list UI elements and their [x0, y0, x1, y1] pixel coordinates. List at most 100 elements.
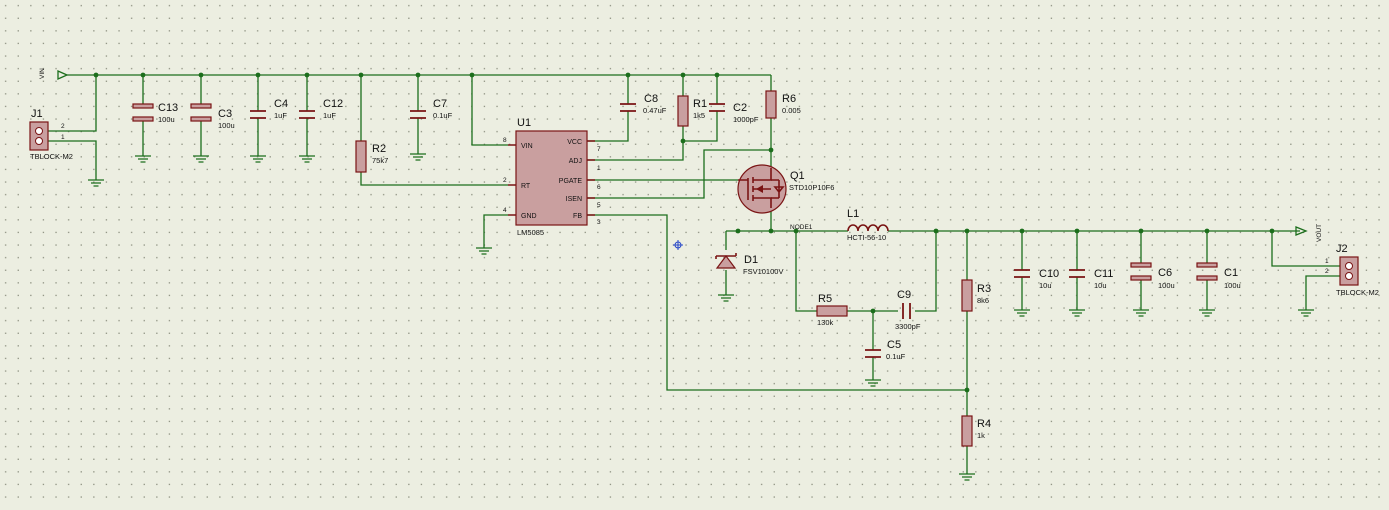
terminal-vin[interactable]: VIN [39, 68, 69, 81]
capacitor-c10[interactable]: C10 10u [1014, 268, 1059, 290]
wire-j2-ground [1305, 275, 1340, 310]
ground-icon [250, 155, 266, 163]
c9-ref: C9 [897, 289, 911, 301]
j1-pin-label: 1 [61, 134, 65, 141]
ground-icon [1014, 309, 1030, 317]
u1-pinnum: 1 [597, 165, 601, 172]
mosfet-q1[interactable]: Q1 STD10P10F6 [737, 164, 834, 214]
c13-value: 100u [158, 115, 175, 124]
capacitor-c13[interactable]: C13 100u [132, 102, 178, 124]
wires [48, 74, 1340, 474]
u1-ref: U1 [517, 117, 531, 129]
capacitor-c3[interactable]: C3 100u [190, 103, 235, 130]
resistor-body [355, 140, 367, 173]
cap-plate [299, 110, 315, 119]
c7-ref: C7 [433, 98, 447, 110]
capacitor-c8[interactable]: C8 0.47uF [620, 93, 667, 115]
resistor-r1[interactable]: R1 1k5 [677, 95, 707, 127]
r5-value: 130k [817, 318, 834, 327]
capacitor-c9[interactable]: C9 3300pF [895, 289, 921, 331]
c8-ref: C8 [644, 93, 658, 105]
resistor-body [961, 279, 973, 312]
diode-triangle-icon [715, 255, 737, 269]
pin-socket-icon [1345, 272, 1353, 280]
pin-socket-icon [35, 137, 43, 145]
j1-ref: J1 [31, 108, 43, 120]
wire-c8 [587, 75, 629, 142]
junction [1074, 228, 1080, 234]
ic-u1[interactable]: VIN RT GND 8 2 4 VCC ADJ PGATE ISEN FB 7… [503, 117, 601, 237]
ic-pin [587, 140, 595, 216]
wire-r2 [360, 75, 508, 186]
u1-pinnum: 3 [597, 219, 601, 226]
cap-electrolytic-plate [1196, 275, 1218, 281]
cap-electrolytic-plate [1196, 262, 1218, 268]
ground-icon [476, 247, 492, 255]
junction [964, 387, 970, 393]
resistor-r5[interactable]: R5 130k [816, 293, 848, 327]
connector-j1[interactable]: 2 1 J1 TBLOCK-M2 [29, 108, 73, 161]
c1-value: 100u [1224, 281, 1241, 290]
capacitor-c2[interactable]: C2 1000pF [709, 102, 759, 124]
inductor-l1[interactable]: L1 HCTI-56-10 [847, 208, 889, 242]
r2-ref: R2 [372, 143, 386, 155]
ground-icon [865, 379, 881, 387]
u1-pinnum: 2 [503, 177, 507, 184]
connector-j2[interactable]: 1 2 J2 TBLOCK-M2 [1325, 243, 1379, 297]
resistor-body [677, 95, 689, 127]
cap-plate [1014, 269, 1030, 278]
u1-pin-isen: ISEN [566, 196, 582, 203]
c13-ref: C13 [158, 102, 178, 114]
ground-icon [193, 155, 209, 163]
capacitor-c11[interactable]: C11 10u [1069, 268, 1113, 290]
c9-value: 3300pF [895, 322, 921, 331]
junction [625, 72, 631, 78]
u1-pinnum: 5 [597, 202, 601, 209]
c2-value: 1000pF [733, 115, 759, 124]
ground-icon [1069, 309, 1085, 317]
capacitor-c1[interactable]: C1 100u [1196, 262, 1241, 290]
terminal-vout[interactable]: VOUT [1295, 224, 1323, 242]
cap-plate [709, 103, 725, 112]
wire-u1-gnd [483, 214, 508, 248]
resistor-r6[interactable]: R6 0.005 [765, 90, 801, 119]
wire-isen [587, 149, 771, 199]
terminal-arrow-icon [1295, 226, 1308, 236]
ground-icon [135, 155, 151, 163]
junction [1204, 228, 1210, 234]
capacitor-c4[interactable]: C4 1uF [250, 98, 288, 120]
c12-ref: C12 [323, 98, 343, 110]
c10-ref: C10 [1039, 268, 1059, 280]
capacitor-c6[interactable]: C6 100u [1130, 262, 1175, 290]
u1-pinnum: 8 [503, 137, 507, 144]
resistor-r2[interactable]: R2 75k7 [355, 140, 388, 173]
terminal-vout-label: VOUT [1316, 224, 1323, 242]
resistor-r3[interactable]: R3 8k6 [961, 279, 991, 312]
d1-ref: D1 [744, 254, 758, 266]
capacitor-c12[interactable]: C12 1uF [299, 98, 343, 120]
c2-ref: C2 [733, 102, 747, 114]
q1-ref: Q1 [790, 170, 805, 182]
resistor-body [961, 415, 973, 447]
resistor-r4[interactable]: R4 1k [961, 415, 991, 447]
terminal-vin-label: VIN [39, 68, 46, 79]
cap-electrolytic-plate [1130, 262, 1152, 268]
cap-plate [620, 103, 636, 112]
capacitor-c5[interactable]: C5 0.1uF [865, 339, 906, 361]
capacitor-c7[interactable]: C7 0.1uF [410, 98, 453, 120]
cap-electrolytic-plate [132, 116, 154, 122]
diode-d1[interactable]: D1 FSV10100V [715, 253, 783, 276]
j1-value: TBLOCK-M2 [30, 152, 73, 161]
u1-pin-gnd: GND [521, 213, 537, 220]
r1-value: 1k5 [693, 111, 705, 120]
u1-pin-vcc: VCC [567, 139, 582, 146]
junction [255, 72, 261, 78]
junction [415, 72, 421, 78]
cap-plate [410, 110, 426, 119]
ground-symbols [88, 153, 1314, 481]
pin-socket-icon [35, 127, 43, 135]
r3-value: 8k6 [977, 296, 989, 305]
junction [93, 72, 99, 78]
